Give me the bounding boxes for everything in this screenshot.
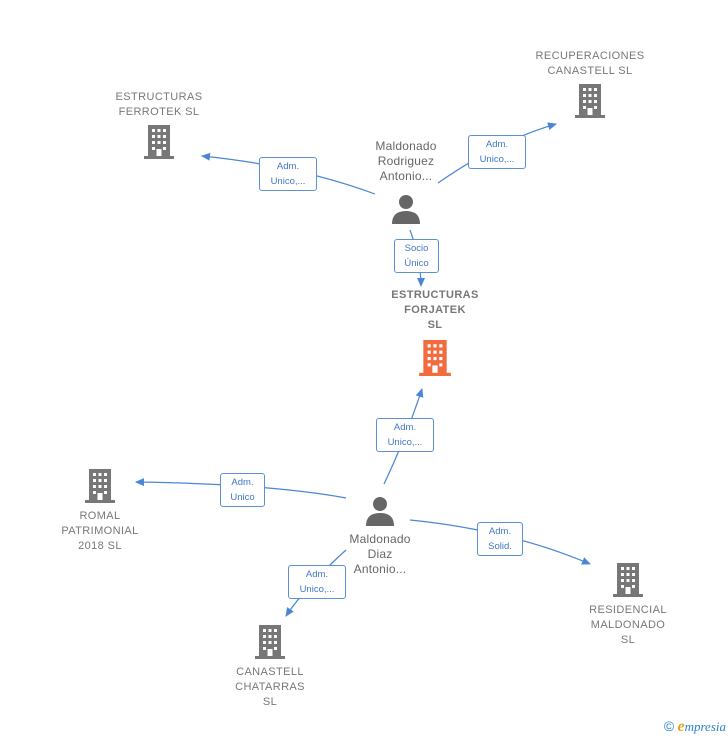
edge-label-rodriguez-forjatek[interactable]: Socio Único — [394, 239, 439, 273]
building-icon — [144, 125, 174, 159]
edge-label-diaz-romal[interactable]: Adm. Unico — [220, 473, 265, 507]
empresia-logo: © empresia — [664, 718, 726, 736]
company-node-ferrotek[interactable]: ESTRUCTURAS FERROTEK SL — [94, 90, 224, 159]
company-name: RESIDENCIAL MALDONADO SL — [589, 604, 667, 646]
edge-label-rodriguez-ferrotek[interactable]: Adm. Unico,... — [259, 157, 317, 191]
person-icon — [392, 195, 420, 224]
company-node-residencial[interactable]: RESIDENCIAL MALDONADO SL — [578, 563, 678, 648]
edge-label-diaz-canastell[interactable]: Adm. Unico,... — [288, 565, 346, 599]
company-name: ESTRUCTURAS FERROTEK SL — [115, 91, 203, 118]
copyright-symbol: © — [663, 718, 675, 734]
person-node-rodriguez[interactable]: Maldonado Rodriguez Antonio... — [356, 139, 456, 224]
person-icon — [366, 497, 394, 526]
company-name: CANASTELL CHATARRAS SL — [235, 666, 305, 708]
company-node-romal[interactable]: ROMAL PATRIMONIAL 2018 SL — [50, 469, 150, 554]
brand-name: mpresia — [684, 719, 726, 734]
person-name: Maldonado Diaz Antonio... — [349, 532, 411, 576]
edge-label-diaz-forjatek[interactable]: Adm. Unico,... — [376, 418, 434, 452]
edge-label-rodriguez-recuperaciones[interactable]: Adm. Unico,... — [468, 135, 526, 169]
edge-label-diaz-residencial[interactable]: Adm. Solid. — [477, 522, 523, 556]
building-icon — [85, 469, 115, 503]
company-node-forjatek[interactable]: ESTRUCTURAS FORJATEK SL — [370, 288, 500, 376]
person-name: Maldonado Rodriguez Antonio... — [375, 139, 437, 183]
company-name: ESTRUCTURAS FORJATEK SL — [391, 289, 479, 331]
brand-initial: e — [677, 718, 685, 735]
building-icon — [613, 563, 643, 597]
building-icon — [575, 84, 605, 118]
company-node-recuperaciones[interactable]: RECUPERACIONES CANASTELL SL — [520, 49, 660, 118]
person-node-diaz[interactable]: Maldonado Diaz Antonio... — [330, 496, 430, 577]
company-node-canastell[interactable]: CANASTELL CHATARRAS SL — [220, 625, 320, 710]
company-name: ROMAL PATRIMONIAL 2018 SL — [61, 510, 139, 552]
company-name: RECUPERACIONES CANASTELL SL — [535, 50, 645, 77]
building-icon — [255, 625, 285, 659]
building-icon — [419, 340, 451, 376]
